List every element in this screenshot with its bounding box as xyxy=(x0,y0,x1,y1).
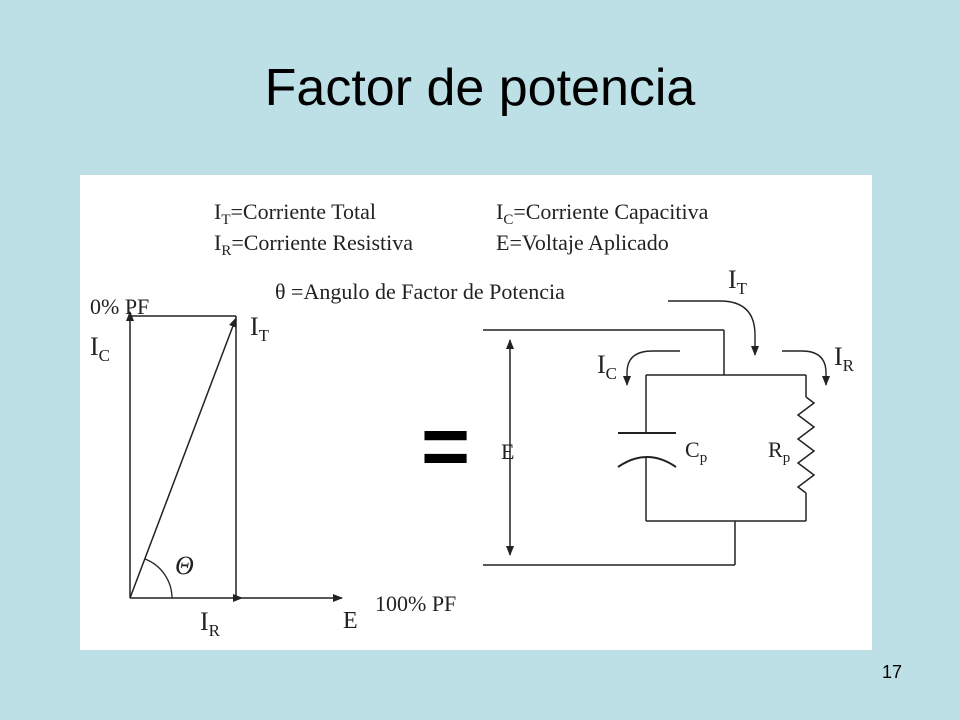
slide-title: Factor de potencia xyxy=(264,59,696,117)
legend-it: IT=Corriente Total xyxy=(214,199,376,228)
legend-e: E=Voltaje Aplicado xyxy=(496,230,669,255)
circuit-ic-label: IC xyxy=(597,350,617,383)
equals-sign: = xyxy=(421,399,470,493)
resistor-label: Rp xyxy=(768,437,790,466)
phasor-ir-label: IR xyxy=(200,607,221,640)
theta-arc xyxy=(144,558,173,599)
circuit-e-label: E xyxy=(501,439,514,464)
theta-label: Θ xyxy=(175,551,194,580)
circuit-ir-label: IR xyxy=(834,342,855,375)
legend-ir: IR=Corriente Resistiva xyxy=(214,230,413,259)
phasor-it-label: IT xyxy=(250,312,270,345)
slide-number: 17 xyxy=(881,662,902,682)
phasor-diagram: 0% PF IC IT Θ IR E 100% PF xyxy=(90,294,456,640)
ic-current-arrow xyxy=(623,350,680,386)
power-factor-figure: IT=Corriente Total IR=Corriente Resistiv… xyxy=(80,175,872,650)
hundred-pf-label: 100% PF xyxy=(375,591,456,616)
ir-current-arrow xyxy=(782,350,830,386)
power-factor-diagram: IT=Corriente Total IR=Corriente Resistiv… xyxy=(90,199,855,640)
parallel-circuit: E IT IC IR Cp Rp xyxy=(483,265,855,566)
capacitor-label: Cp xyxy=(685,437,707,466)
legend-ic: IC=Corriente Capacitiva xyxy=(496,199,709,228)
circuit-it-label: IT xyxy=(728,265,748,298)
zero-pf-label: 0% PF xyxy=(90,294,149,319)
phasor-e-label: E xyxy=(343,608,358,634)
capacitor-plate-bottom xyxy=(617,456,677,468)
phasor-ic-label: IC xyxy=(90,332,110,365)
resistor-zigzag xyxy=(796,396,816,494)
it-current-arrow xyxy=(668,300,759,356)
it-vector xyxy=(129,317,237,599)
legend-theta: θ =Angulo de Factor de Potencia xyxy=(275,279,565,304)
